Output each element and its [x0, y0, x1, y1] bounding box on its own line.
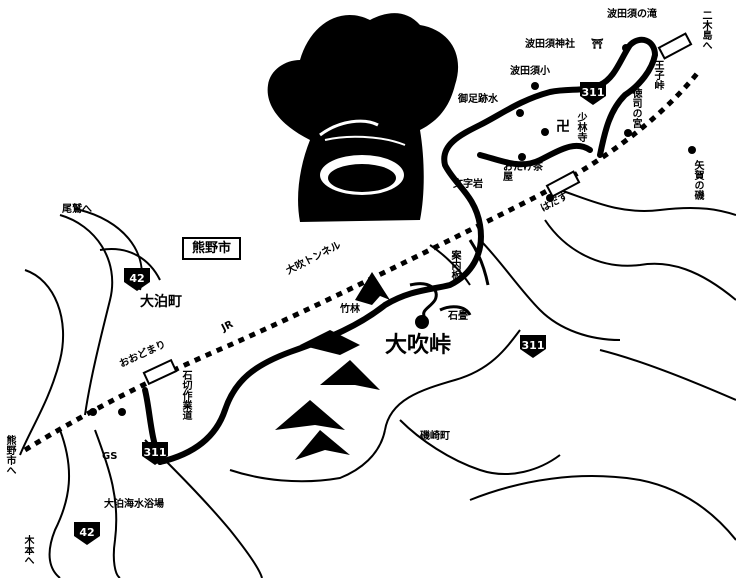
takebayashi-label: 竹林	[340, 304, 360, 315]
terrain-outlines	[19, 189, 736, 578]
mountain-silhouettes	[275, 272, 390, 460]
ishikiri-kaido-label: 石切作業道	[180, 370, 191, 420]
shrine-icon: ⛩	[591, 39, 604, 50]
otake-chaya-label: おたけ茶屋	[503, 162, 543, 183]
hadasu-shrine-label: 波田須神社	[525, 39, 575, 50]
route-42-number: 42	[129, 272, 145, 285]
route-42-shield-south: 42	[72, 520, 102, 546]
route-42-shield-north: 42	[122, 266, 152, 292]
route-311-number: 311	[521, 339, 545, 352]
side-roads	[409, 239, 490, 319]
shorinji-label: 少林寺	[575, 112, 586, 142]
route-311-shield-west: 311	[140, 440, 170, 466]
tunnel-portals	[142, 32, 693, 386]
isobe-label: 磯崎町	[420, 431, 450, 442]
monjiiwa-label: 文字岩	[453, 179, 483, 190]
ishidatami-label: 石畳	[448, 311, 468, 322]
pass-name-label: 大吹峠	[385, 333, 452, 358]
annai-ban-label: 案内板	[449, 250, 460, 280]
kumano-city-direction: 熊野市へ	[4, 435, 15, 475]
city-name-box: 熊野市	[182, 237, 242, 260]
route-311-number: 311	[581, 86, 605, 99]
owase-direction: 尾鷲へ	[62, 204, 92, 215]
hadasu-school-label: 波田須小	[510, 66, 550, 77]
kihou-direction: 木本へ	[22, 535, 33, 565]
yashiki-falls-label: 矢賀の磯	[692, 160, 703, 200]
landmark-dots	[89, 44, 696, 416]
beach-label: 大泊海水浴場	[104, 499, 164, 510]
oji-toge-label: 王子峠	[652, 60, 663, 90]
route-311-shield-east: 311	[518, 333, 548, 359]
route-42-number: 42	[79, 526, 95, 539]
hadasu-falls-label: 波田須の滝	[607, 9, 657, 20]
route-311-shield-north: 311	[578, 80, 608, 106]
route-311-number: 311	[143, 446, 167, 459]
gas-station-label: GS	[102, 451, 118, 462]
pass-marker	[415, 315, 429, 329]
oodomari-cho-label: 大泊町	[140, 294, 182, 310]
temple-icon: 卍	[556, 119, 570, 135]
tokufuku-miya-label: 徳司の宮	[630, 88, 641, 128]
shrine-rock-illustration	[267, 13, 459, 223]
nikishima-direction: 二木島へ	[700, 10, 711, 50]
gosoku-water-label: 御足跡水	[458, 94, 498, 105]
